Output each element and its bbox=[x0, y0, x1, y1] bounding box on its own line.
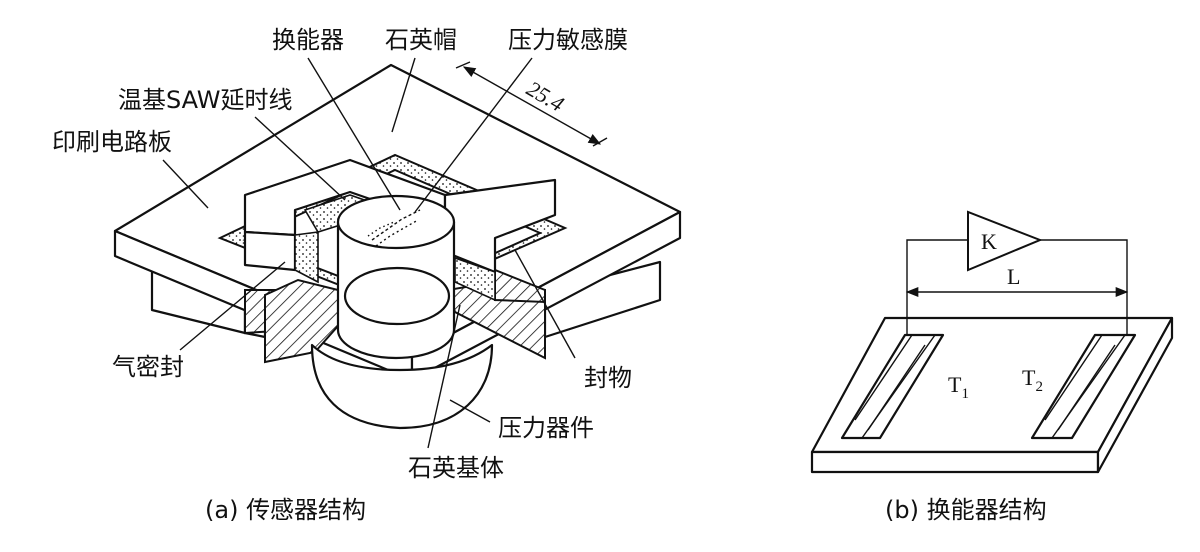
amplifier-label: K bbox=[981, 229, 997, 254]
leader-hermetic-seal bbox=[179, 261, 286, 351]
feedback-loop: K bbox=[906, 210, 1128, 335]
leader-saw-delay-line bbox=[254, 116, 346, 201]
t1-label: T1 bbox=[948, 372, 969, 402]
quartz-cylinder bbox=[336, 194, 456, 360]
transducer-t1 bbox=[840, 333, 945, 440]
figure-a-labels: 换能器 石英帽 压力敏感膜 温基SAW延时线 印刷电路板 气密封 封物 压力器件… bbox=[52, 26, 632, 524]
amplifier-triangle bbox=[967, 210, 1043, 272]
hatched-section bbox=[244, 268, 546, 364]
leader-pcb bbox=[162, 159, 209, 209]
wire-right bbox=[1040, 239, 1128, 335]
label-sealant: 封物 bbox=[584, 364, 632, 392]
label-quartz-base: 石英基体 bbox=[408, 454, 504, 482]
label-saw-delay-line: 温基SAW延时线 bbox=[118, 86, 293, 114]
dimension-label: 25.4 bbox=[523, 76, 569, 117]
sensor-structure-figure: 25.4 换能器 石英帽 压力敏感膜 温基SAW延时线 印刷电路板 气密封 封物… bbox=[52, 26, 682, 524]
transducer-structure-figure: K L T1 T2 (b) 换能器结构 bbox=[810, 210, 1174, 524]
transducer-t2 bbox=[1030, 333, 1137, 440]
caption-b: (b) 换能器结构 bbox=[885, 496, 1047, 524]
caption-a: (a) 传感器结构 bbox=[205, 496, 366, 524]
leader-quartz-cap bbox=[391, 57, 416, 133]
wire-left bbox=[906, 239, 968, 335]
label-pressure-membrane: 压力敏感膜 bbox=[508, 26, 628, 54]
label-pressure-device: 压力器件 bbox=[498, 414, 594, 442]
distance-label: L bbox=[1007, 264, 1020, 289]
dimension-L: L bbox=[905, 264, 1129, 298]
label-pcb: 印刷电路板 bbox=[52, 128, 172, 156]
leader-quartz-base bbox=[427, 304, 461, 449]
label-transducer: 换能器 bbox=[272, 26, 344, 54]
leader-transducer bbox=[307, 57, 401, 211]
label-hermetic-seal: 气密封 bbox=[112, 353, 184, 381]
t2-label: T2 bbox=[1022, 365, 1043, 395]
label-quartz-cap: 石英帽 bbox=[385, 26, 457, 54]
quartz-cap bbox=[243, 158, 557, 302]
leader-pressure-device bbox=[449, 399, 491, 423]
leader-sealant bbox=[514, 249, 576, 359]
